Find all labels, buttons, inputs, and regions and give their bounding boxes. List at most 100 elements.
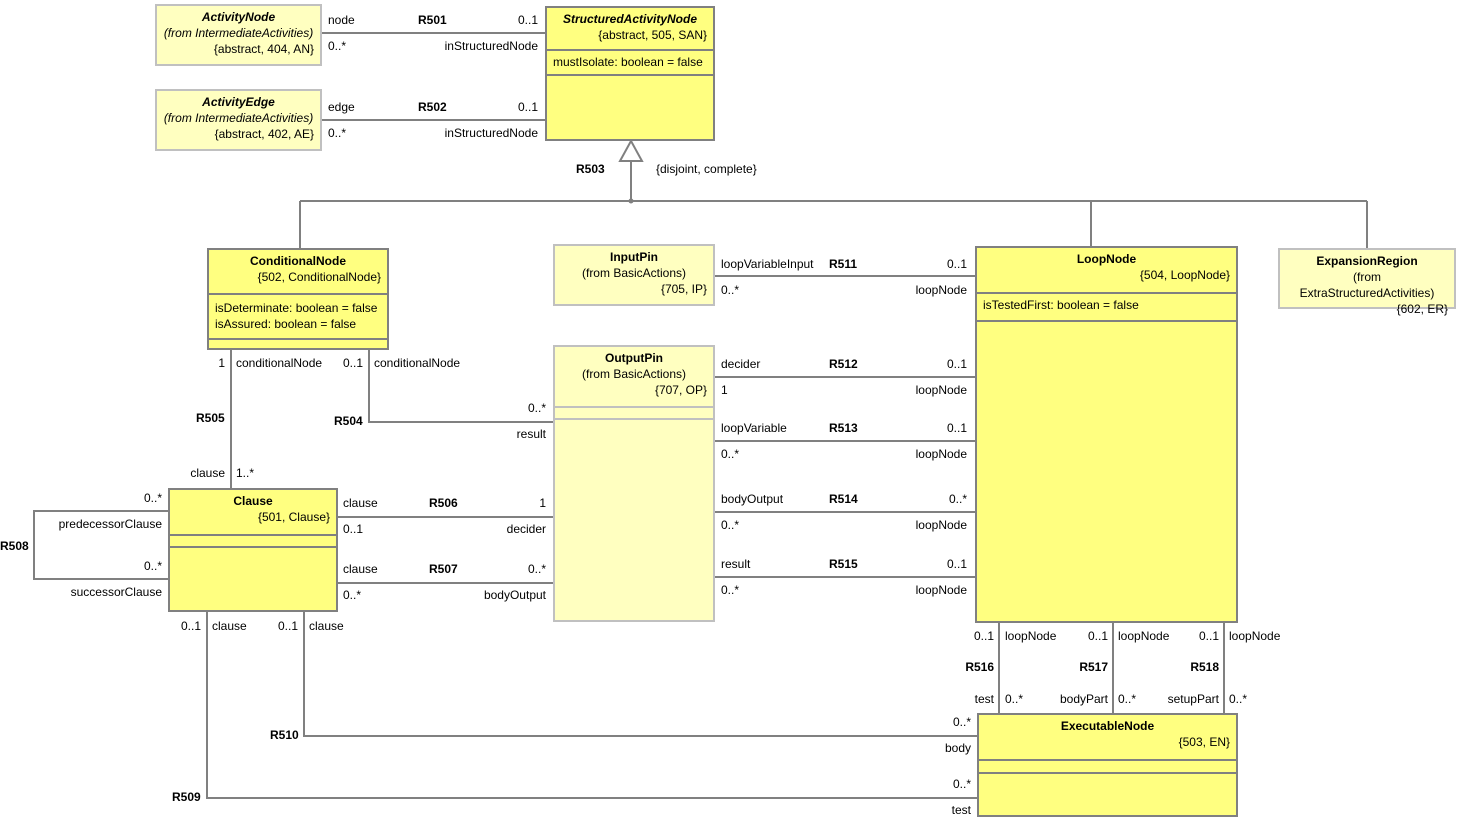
class-clause[interactable]: Clause {501, Clause} <box>168 488 338 612</box>
role-label: loopVariableInput <box>721 257 814 271</box>
attributes-compartment <box>555 406 713 418</box>
association-id: R508 <box>0 539 29 553</box>
class-name: ExecutableNode <box>1060 719 1155 733</box>
association-id: R501 <box>418 13 447 27</box>
class-name: ActivityEdge <box>202 95 275 109</box>
multiplicity-label: 0..1 <box>180 619 201 633</box>
role-label: clause <box>343 562 378 576</box>
multiplicity-label: 0..1 <box>342 356 363 370</box>
multiplicity-label: 0..1 <box>946 357 967 371</box>
role-label: loopNode <box>1005 629 1057 643</box>
multiplicity-label: 1 <box>539 496 546 510</box>
role-label: loopNode <box>1118 629 1170 643</box>
role-label: inStructuredNode <box>444 39 538 53</box>
multiplicity-label: 0..1 <box>1198 629 1219 643</box>
generalization-junction <box>628 198 634 204</box>
class-expansion-region[interactable]: ExpansionRegion (from ExtraStructuredAct… <box>1278 248 1456 316</box>
multiplicity-label: 0..1 <box>946 557 967 571</box>
class-attribute: isDeterminate: boolean = false <box>215 301 378 315</box>
multiplicity-label: 0..* <box>721 518 740 532</box>
role-label: loopNode <box>915 583 967 597</box>
multiplicity-label: 0..1 <box>1087 629 1108 643</box>
multiplicity-label: 0..* <box>328 126 347 140</box>
class-package: (from IntermediateActivities) <box>163 26 314 40</box>
multiplicity-label: 0..1 <box>277 619 298 633</box>
multiplicity-label: 0..* <box>721 583 740 597</box>
multiplicity-label: 0..1 <box>343 522 364 536</box>
role-label: body <box>944 741 971 755</box>
operations-compartment <box>555 418 713 420</box>
role-label: loopNode <box>915 447 967 461</box>
association-id: R511 <box>829 257 858 271</box>
class-name: InputPin <box>610 250 658 264</box>
role-label: setupPart <box>1167 692 1219 706</box>
role-label: clause <box>190 466 225 480</box>
class-meta: {502, ConditionalNode} <box>257 270 381 284</box>
role-label: test <box>951 803 971 817</box>
role-label: bodyPart <box>1059 692 1108 706</box>
class-meta: {501, Clause} <box>257 510 330 524</box>
class-executable-node[interactable]: ExecutableNode {503, EN} <box>977 713 1238 817</box>
assoc-line-r509 <box>206 611 977 799</box>
class-name: StructuredActivityNode <box>562 12 698 26</box>
multiplicity-label: 0..* <box>948 492 967 506</box>
class-activity-edge[interactable]: ActivityEdge (from IntermediateActivitie… <box>155 89 322 151</box>
assoc-line-r508 <box>33 510 169 580</box>
multiplicity-label: 0..* <box>328 39 347 53</box>
association-id: R506 <box>429 496 458 510</box>
role-label: clause <box>212 619 247 633</box>
class-name: Clause <box>233 494 273 508</box>
multiplicity-label: 0..1 <box>517 13 538 27</box>
role-label: test <box>974 692 994 706</box>
class-structured-activity-node[interactable]: StructuredActivityNode {abstract, 505, S… <box>545 6 715 141</box>
class-name: ConditionalNode <box>250 254 346 268</box>
association-id: R514 <box>829 492 858 506</box>
role-label: clause <box>343 496 378 510</box>
class-input-pin[interactable]: InputPin (from BasicActions) {705, IP} <box>553 244 715 306</box>
multiplicity-label: 0..* <box>143 491 162 505</box>
class-meta: {abstract, 505, SAN} <box>598 28 707 42</box>
class-activity-node[interactable]: ActivityNode (from IntermediateActivitie… <box>155 4 322 66</box>
role-label: result <box>721 557 751 571</box>
role-label: node <box>328 13 355 27</box>
multiplicity-label: 1 <box>218 356 225 370</box>
role-label: successorClause <box>70 585 162 599</box>
class-meta: {602, ER} <box>1396 302 1448 316</box>
association-id: R518 <box>1190 660 1219 674</box>
multiplicity-label: 1..* <box>236 466 255 480</box>
association-id: R504 <box>334 414 363 428</box>
multiplicity-label: 0..* <box>527 401 546 415</box>
class-attribute: isAssured: boolean = false <box>215 317 357 331</box>
role-label: bodyOutput <box>483 588 546 602</box>
multiplicity-label: 0..* <box>527 562 546 576</box>
multiplicity-label: 0..1 <box>946 421 967 435</box>
class-name: ActivityNode <box>201 10 276 24</box>
class-output-pin[interactable]: OutputPin (from BasicActions) {707, OP} <box>553 345 715 622</box>
multiplicity-label: 0..* <box>721 447 740 461</box>
attributes-compartment <box>979 759 1236 772</box>
class-package: (from BasicActions) <box>581 367 687 381</box>
role-label: edge <box>328 100 355 114</box>
generalization-constraint: {disjoint, complete} <box>656 162 757 176</box>
role-label: loopNode <box>915 518 967 532</box>
role-label: conditionalNode <box>374 356 461 370</box>
multiplicity-label: 0..* <box>1229 692 1248 706</box>
multiplicity-label: 1 <box>721 383 728 397</box>
class-attribute: isTestedFirst: boolean = false <box>983 298 1139 312</box>
generalization-id: R503 <box>576 162 605 176</box>
multiplicity-label: 0..* <box>1118 692 1137 706</box>
role-label: loopNode <box>1229 629 1281 643</box>
role-label: decider <box>721 357 761 371</box>
role-label: result <box>516 427 546 441</box>
role-label: loopNode <box>915 283 967 297</box>
generalization-triangle <box>618 138 644 162</box>
class-package: (from IntermediateActivities) <box>163 111 314 125</box>
class-conditional-node[interactable]: ConditionalNode {502, ConditionalNode} i… <box>207 248 389 350</box>
role-label: bodyOutput <box>721 492 784 506</box>
class-meta: {707, OP} <box>654 383 707 397</box>
class-loop-node[interactable]: LoopNode {504, LoopNode} isTestedFirst: … <box>975 246 1238 623</box>
class-name: OutputPin <box>605 351 663 365</box>
multiplicity-label: 0..* <box>721 283 740 297</box>
operations-compartment <box>977 320 1236 322</box>
